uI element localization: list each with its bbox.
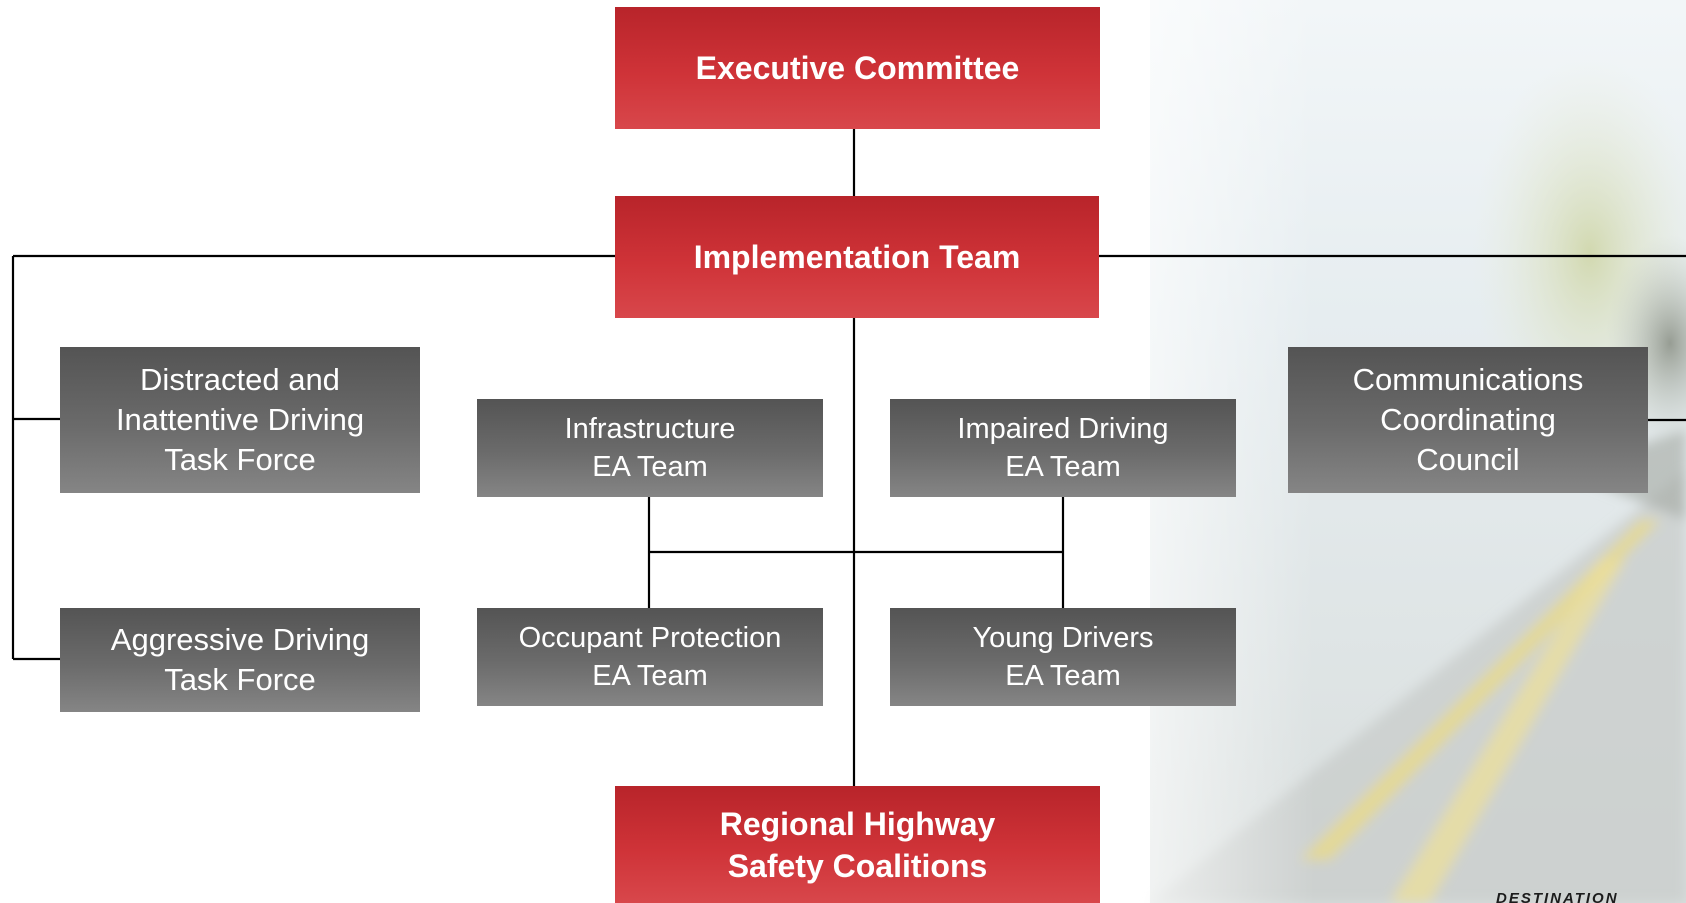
implementation-team-label: Implementation Team xyxy=(693,239,1021,275)
young-drivers-ea-team-box: Young Drivers EA Team xyxy=(890,608,1236,706)
executive-committee-label: Executive Committee xyxy=(695,50,1020,86)
impaired-driving-ea-team-box: Impaired Driving EA Team xyxy=(890,399,1236,497)
infrastructure-ea-team-box: Infrastructure EA Team xyxy=(477,399,823,497)
aggressive-driving-label: Aggressive Driving Task Force xyxy=(110,622,370,697)
implementation-team-box: Implementation Team xyxy=(615,196,1099,318)
distracted-driving-task-force-box: Distracted and Inattentive Driving Task … xyxy=(60,347,420,493)
communications-council-label: Communications Coordinating Council xyxy=(1352,362,1584,477)
regional-coalitions-box: Regional Highway Safety Coalitions xyxy=(615,786,1100,903)
distracted-driving-label: Distracted and Inattentive Driving Task … xyxy=(115,362,365,477)
infrastructure-label: Infrastructure EA Team xyxy=(564,413,736,483)
communications-council-box: Communications Coordinating Council xyxy=(1288,347,1648,493)
regional-coalitions-label: Regional Highway Safety Coalitions xyxy=(719,805,996,884)
aggressive-driving-task-force-box: Aggressive Driving Task Force xyxy=(60,608,420,712)
destination-logo: DESTINATION xyxy=(1496,893,1686,903)
young-drivers-label: Young Drivers EA Team xyxy=(972,622,1154,692)
destination-logo-text: DESTINATION xyxy=(1496,893,1619,903)
occupant-protection-ea-team-box: Occupant Protection EA Team xyxy=(477,608,823,706)
occupant-protection-label: Occupant Protection EA Team xyxy=(518,622,782,692)
executive-committee-box: Executive Committee xyxy=(615,7,1100,129)
impaired-driving-label: Impaired Driving EA Team xyxy=(957,413,1169,483)
